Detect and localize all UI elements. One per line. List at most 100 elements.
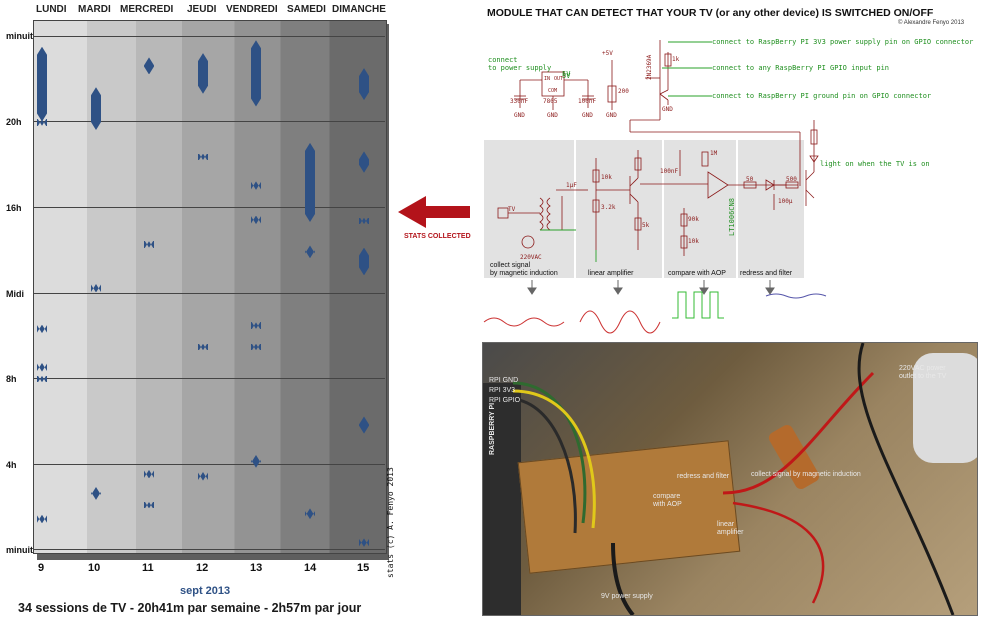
photo-label-compare: compare with AOP — [653, 493, 682, 508]
stage-label-compare: compare with AOP — [668, 270, 726, 277]
tv-session-mark — [144, 241, 154, 247]
gridline — [33, 293, 385, 294]
note-ground: connect to RaspBerry PI ground pin on GP… — [712, 92, 932, 100]
day-label-jeudi: JEUDI — [187, 4, 217, 15]
tv-session-mark — [37, 515, 47, 524]
tv-session-mark — [91, 284, 101, 293]
part-label: 100µ — [778, 198, 793, 205]
part-label: 330nF — [510, 98, 529, 105]
y-label-8h: 8h — [6, 374, 17, 384]
note-led: light on when the TV is on — [820, 160, 930, 168]
part-label: 1k — [672, 56, 680, 63]
tv-session-mark — [144, 57, 154, 74]
note-3v3-supply: connect to RaspBerry PI 3V3 power supply… — [712, 38, 974, 46]
raspberry-pi-board — [483, 383, 521, 615]
y-label-16h: 16h — [6, 203, 22, 213]
part-label: 10k — [601, 174, 612, 181]
photo-label-raspberry-pi: RASPBERRY PI — [489, 402, 496, 455]
part-label: 5k — [642, 222, 650, 229]
day-label-mardi: MARDI — [78, 4, 111, 15]
tv-session-mark — [37, 47, 47, 122]
tv-session-mark — [198, 154, 208, 160]
stage-compare-bg — [664, 140, 736, 278]
note-connect-power: connect to power supply — [488, 56, 552, 72]
part-label: 50 — [746, 176, 754, 183]
tv-session-mark — [37, 325, 47, 334]
tv-usage-chart: LUNDI MARDI MERCREDI JEUDI VENDREDI SAME… — [0, 0, 400, 621]
stage-label-collect: collect signal by magnetic induction — [490, 262, 558, 277]
day-label-samedi: SAMEDI — [287, 4, 326, 15]
part-label: TV — [508, 206, 516, 213]
part-label: GND — [606, 112, 617, 119]
stage-collect-bg — [484, 140, 574, 278]
part-label: 100nF — [578, 98, 597, 105]
usage-summary: 34 sessions de TV - 20h41m par semaine -… — [18, 601, 362, 615]
y-label-midnight-top: minuit — [6, 31, 33, 41]
board-photo: RPI GND RPI 3V3 RPI GPIO RASPBERRY PI 22… — [482, 342, 978, 616]
part-label: 500 — [786, 176, 797, 183]
schematic-panel: MODULE THAT CAN DETECT THAT YOUR TV (or … — [480, 0, 982, 338]
tv-session-mark — [198, 344, 208, 350]
y-label-4h: 4h — [6, 460, 17, 470]
date-label: 15 — [357, 562, 370, 574]
y-label-midnight-bottom: minuit — [6, 545, 33, 555]
photo-label-rpi-gpio: RPI GPIO — [489, 397, 521, 404]
left-arrow-icon — [398, 196, 470, 228]
photo-label-outlet: 220VAC power outlet to the TV — [899, 365, 947, 380]
date-label: 14 — [304, 562, 317, 574]
date-label: 12 — [196, 562, 209, 574]
part-label: GND — [662, 106, 673, 113]
tv-session-mark — [144, 470, 154, 479]
photo-label-rpi-3v3: RPI 3V3 — [489, 387, 516, 394]
gridline — [33, 549, 385, 550]
day-label-lundi: LUNDI — [36, 4, 67, 15]
y-label-noon: Midi — [6, 289, 24, 299]
tv-session-mark — [91, 487, 101, 500]
part-label: 3.2k — [601, 204, 616, 211]
part-label: 200 — [618, 88, 629, 95]
date-label: 9 — [38, 562, 45, 574]
date-label: 10 — [88, 562, 101, 574]
tv-session-mark — [37, 119, 47, 125]
tv-session-mark — [359, 248, 369, 276]
gridline — [33, 378, 385, 379]
day-label-vendredi: VENDREDI — [226, 4, 278, 15]
tv-session-mark — [359, 151, 369, 172]
tv-session-mark — [305, 143, 315, 222]
gridline — [33, 121, 385, 122]
part-label: +5V — [602, 50, 613, 57]
schematic-title: MODULE THAT CAN DETECT THAT YOUR TV (or … — [487, 7, 934, 19]
photo-label-filter: redress and filter — [677, 473, 730, 480]
circuit-diagram — [483, 40, 827, 334]
stats-collected-arrow — [398, 196, 478, 246]
tv-session-mark — [359, 68, 369, 100]
tv-session-mark — [359, 538, 369, 547]
tv-session-mark — [251, 40, 261, 106]
date-label: 13 — [250, 562, 263, 574]
tv-session-mark — [198, 472, 208, 481]
stage-label-filter: redress and filter — [740, 270, 793, 277]
month-label: sept 2013 — [180, 585, 231, 597]
tv-session-mark — [359, 416, 369, 433]
tv-session-mark — [251, 181, 261, 190]
tv-session-mark — [37, 376, 47, 382]
part-label: 220VAC — [520, 254, 542, 261]
part-label: GND — [547, 112, 558, 119]
tv-session-mark — [305, 508, 315, 519]
tv-session-mark — [251, 455, 261, 468]
note-gpio-input: connect to any RaspBerry PI GPIO input p… — [712, 64, 890, 72]
tv-session-mark — [251, 216, 261, 225]
schematic-author: © Alexandre Fenyo 2013 — [898, 20, 965, 26]
part-label: IN — [544, 76, 551, 82]
photo-label-rpi-gnd: RPI GND — [489, 377, 519, 384]
tv-session-mark — [359, 218, 369, 224]
session-marks — [0, 0, 400, 621]
part-label: 5V — [562, 70, 571, 78]
stage-label-amplifier: linear amplifier — [588, 270, 634, 277]
gridline — [33, 36, 385, 37]
part-label: 90k — [688, 216, 699, 223]
part-label: 5V — [562, 72, 571, 80]
tv-session-mark — [251, 322, 261, 328]
part-label: LT1006CN8 — [728, 198, 736, 236]
tv-session-mark — [198, 53, 208, 94]
